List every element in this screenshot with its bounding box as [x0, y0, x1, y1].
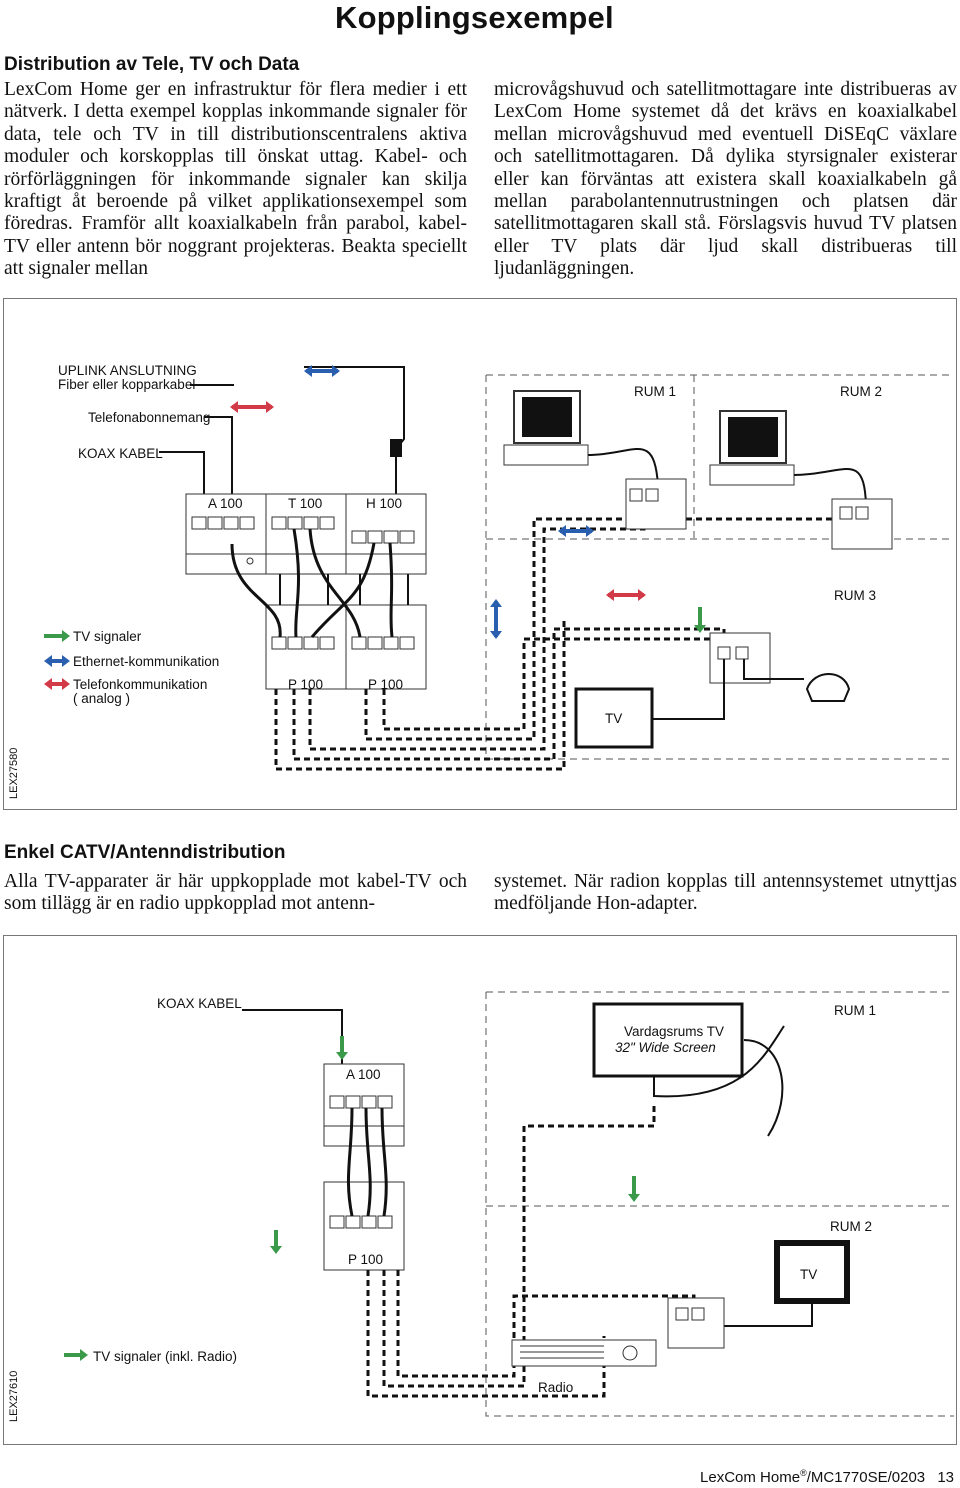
arrow-blue-room1: [558, 525, 594, 537]
footer-reg: ®: [800, 1468, 807, 1478]
arrow-green-koax: [336, 1036, 348, 1060]
radio-device: [511, 1339, 657, 1367]
telephone-icon: [805, 673, 851, 702]
legend-arrow-red: [44, 678, 70, 690]
uplink-label-1: UPLINK ANSLUTNING: [58, 363, 197, 378]
uplink-label-2: Fiber eller kopparkabel: [58, 377, 196, 392]
room2-label: RUM 2: [840, 384, 883, 399]
footer-code: /MC1770SE/0203: [806, 1469, 926, 1486]
arrow-green-radio: [628, 1176, 640, 1202]
section2-paragraph-right: systemet. När radion kopplas till antenn…: [494, 871, 957, 915]
module-t100: [265, 493, 347, 575]
telefon-leader: [204, 416, 233, 495]
section1-text-right: microvågshuvud och satellitmottagare int…: [494, 79, 957, 281]
tv-room2-label: TV: [800, 1267, 818, 1282]
koax-leader: [159, 451, 205, 495]
diagram-catv: KOAX KABEL A 100 P 100 RUM 1 RUM 2 Varda…: [3, 935, 957, 1445]
page-footer: LexCom Home®/MC1770SE/0203 13: [700, 1468, 954, 1486]
arrow-red-telefon: [230, 401, 274, 413]
legend-arrow-green-2: [64, 1349, 88, 1361]
module-links: [279, 574, 409, 605]
tv-room2-screen: [780, 1246, 844, 1298]
tv-big: [592, 1002, 744, 1078]
diagram1-id-label: LEX27580: [8, 747, 20, 799]
section1-paragraph-left: LexCom Home ger en infrastruktur för fle…: [4, 79, 467, 280]
telefon-label: Telefonabonnemang: [88, 410, 211, 425]
section2-paragraph-left: Alla TV-apparater är här uppkopplade mot…: [4, 871, 467, 915]
room3-label: RUM 3: [834, 588, 877, 603]
arrow-red-room3: [606, 589, 646, 601]
page-title: Kopplingsexempel: [335, 0, 614, 35]
legend-tv-label: TV signaler: [73, 629, 142, 644]
section2-text-right: systemet. När radion kopplas till antenn…: [494, 871, 957, 916]
section-heading-catv: Enkel CATV/Antenndistribution: [4, 842, 286, 863]
koax-leader-2: [242, 1009, 343, 1066]
outlet-room1: [625, 478, 687, 530]
room2-label-2: RUM 2: [830, 1219, 873, 1234]
diagram-distribution-drawing: [44, 365, 954, 771]
outlet-room2-2: [667, 1297, 725, 1349]
arrow-blue-vertical: [490, 599, 502, 639]
module-a100-label: A 100: [208, 496, 243, 511]
section-heading-distribution: Distribution av Tele, TV och Data: [4, 54, 300, 75]
media-converter-icon: [390, 439, 402, 457]
arrow-green-room3: [694, 607, 706, 633]
fiber-cable: [304, 366, 405, 495]
tv-big-label-1: Vardagsrums TV: [624, 1024, 725, 1039]
radio-label: Radio: [538, 1380, 574, 1395]
legend-telefon-label-2: ( analog ): [73, 691, 131, 706]
module-p100-2-label: P 100: [368, 677, 404, 692]
legend-telefon-label-1: Telefonkommunikation: [73, 677, 208, 692]
legend-arrow-green: [44, 630, 70, 642]
diagram-catv-drawing: [64, 991, 954, 1417]
arrow-green-down: [270, 1230, 282, 1254]
tv-label: TV: [605, 711, 623, 726]
tv-big-label-2: 32" Wide Screen: [615, 1040, 716, 1055]
section2-text-left: Alla TV-apparater är här uppkopplade mot…: [4, 871, 467, 916]
room1-label: RUM 1: [634, 384, 677, 399]
tv-room3: [574, 687, 654, 749]
legend-ethernet-label: Ethernet-kommunikation: [73, 654, 220, 669]
koax-label: KOAX KABEL: [78, 446, 163, 461]
patch-cables: [230, 528, 394, 638]
building-outline-2: [485, 991, 954, 1417]
section1-paragraph-right: microvågshuvud och satellitmottagare int…: [494, 79, 957, 280]
module-p100-3-label: P 100: [348, 1252, 384, 1267]
patch-cables-2: [346, 1107, 388, 1217]
arrow-blue-uplink: [304, 365, 340, 377]
section1-text-left: LexCom Home ger en infrastruktur för fle…: [4, 79, 467, 281]
module-a100-2-label: A 100: [346, 1067, 381, 1082]
diagram-distribution: UPLINK ANSLUTNING Fiber eller kopparkabe…: [3, 298, 957, 810]
module-h100-label: H 100: [366, 496, 403, 511]
page-number: 13: [937, 1469, 954, 1486]
module-t100-label: T 100: [288, 496, 323, 511]
pc-room1: [503, 390, 589, 466]
legend-tv-radio-label: TV signaler (inkl. Radio): [93, 1349, 238, 1364]
diagram2-id-label: LEX27610: [8, 1370, 20, 1422]
module-p100-1-label: P 100: [288, 677, 324, 692]
pc-room2: [709, 410, 795, 486]
cabinet-top-row: [185, 493, 427, 575]
room1-label-2: RUM 1: [834, 1003, 877, 1018]
koax-label-2: KOAX KABEL: [157, 996, 242, 1011]
legend-arrow-blue: [44, 655, 70, 667]
footer-doc: LexCom Home: [700, 1469, 801, 1486]
